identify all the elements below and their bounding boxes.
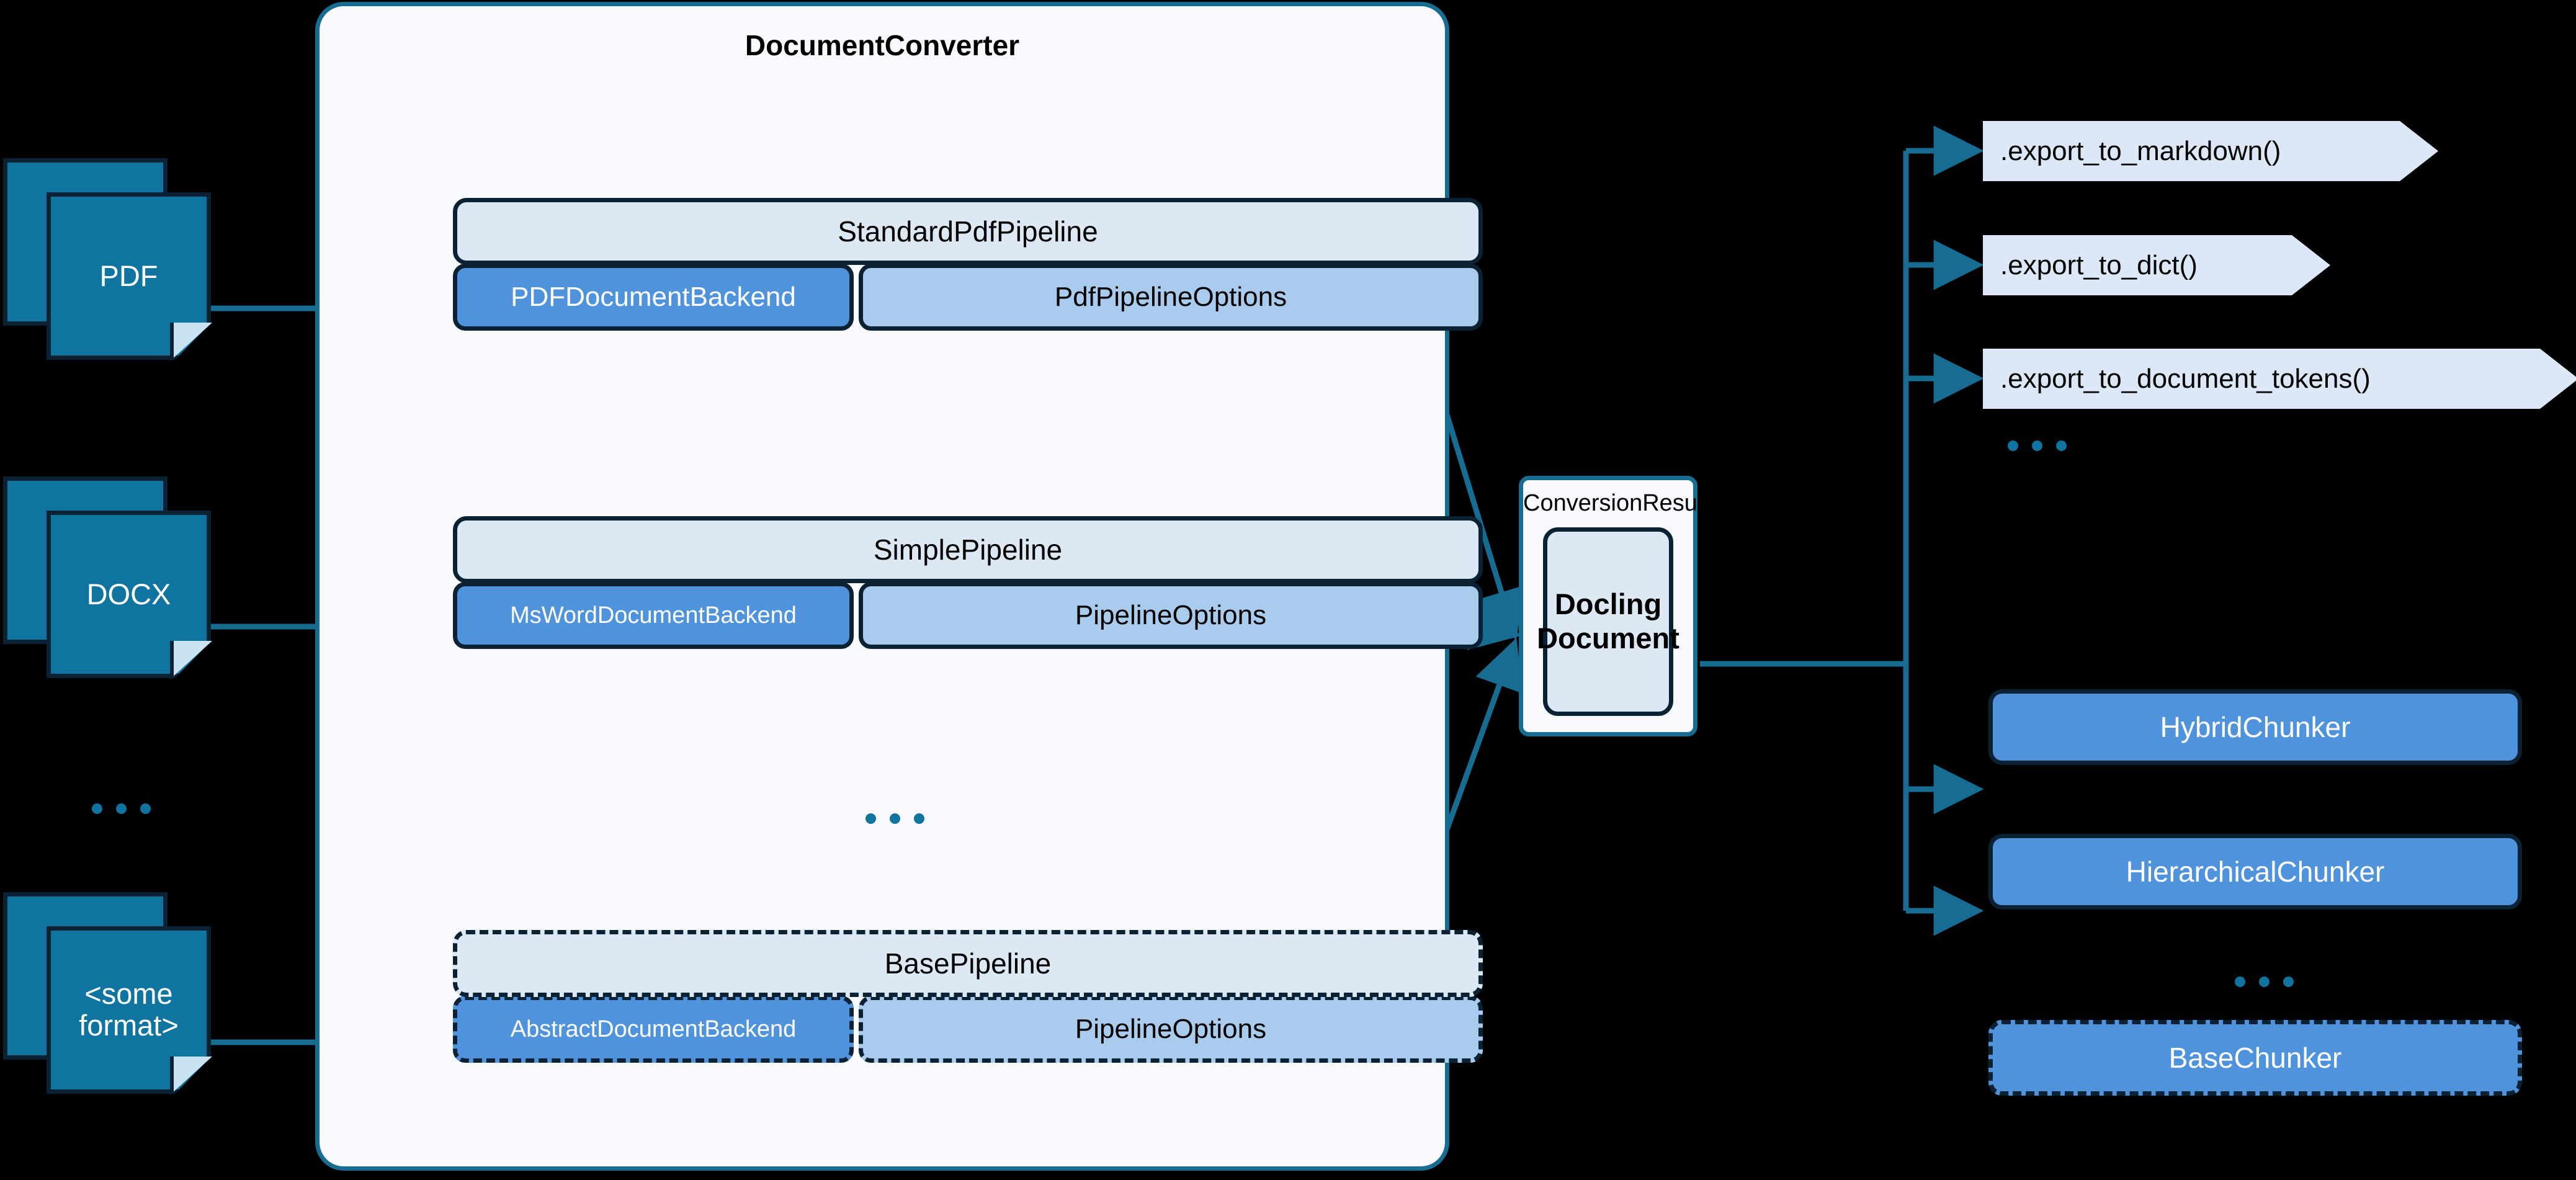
export-label: .export_to_markdown() xyxy=(2000,135,2281,166)
export-dict[interactable]: .export_to_dict() xyxy=(1983,235,2330,295)
pipeline-options[interactable]: PipelineOptions xyxy=(859,996,1483,1063)
pipeline-name: StandardPdfPipeline xyxy=(453,198,1483,265)
document-converter-panel: DocumentConverter StandardPdfPipeline PD… xyxy=(315,2,1483,1171)
pipeline-backend[interactable]: PDFDocumentBackend xyxy=(453,264,854,331)
page-title: DocumentConverter xyxy=(745,29,1020,61)
pipeline-simple[interactable]: SimplePipeline MsWordDocumentBackend Pip… xyxy=(453,516,1483,649)
export-label: .export_to_dict() xyxy=(2000,249,2198,280)
input-ellipsis xyxy=(92,803,151,814)
pipeline-standard-pdf[interactable]: StandardPdfPipeline PDFDocumentBackend P… xyxy=(453,198,1483,331)
input-document-label: PDF xyxy=(99,259,158,292)
pipeline-backend[interactable]: AbstractDocumentBackend xyxy=(453,996,854,1063)
docling-document-label: Docling Document xyxy=(1537,588,1679,655)
chunker-label: HybridChunker xyxy=(2160,711,2351,743)
docling-document-box[interactable]: Docling Document xyxy=(1537,527,1679,716)
export-markdown[interactable]: .export_to_markdown() xyxy=(1983,121,2438,181)
pipeline-options[interactable]: PdfPipelineOptions xyxy=(859,264,1483,331)
doc-fold-corner xyxy=(170,1057,212,1095)
chunker-ellipsis xyxy=(2235,977,2294,987)
chunker-base[interactable]: BaseChunker xyxy=(1988,1020,2522,1096)
export-ellipsis xyxy=(2008,440,2067,451)
pipeline-ellipsis xyxy=(865,813,924,824)
chunker-hybrid[interactable]: HybridChunker xyxy=(1988,689,2522,765)
chunker-label: BaseChunker xyxy=(2168,1042,2342,1074)
export-document-tokens[interactable]: .export_to_document_tokens() xyxy=(1983,349,2576,409)
input-document-label: <some format> xyxy=(79,977,179,1042)
chunker-hierarchical[interactable]: HierarchicalChunker xyxy=(1988,834,2522,910)
pipeline-options[interactable]: PipelineOptions xyxy=(859,582,1483,649)
input-document-label: DOCX xyxy=(86,577,171,610)
doc-fold-corner xyxy=(170,641,212,679)
chunker-label: HierarchicalChunker xyxy=(2126,856,2385,888)
export-label: .export_to_document_tokens() xyxy=(2000,363,2371,394)
conversion-result-box: ConversionResult Docling Document xyxy=(1519,476,1709,736)
pipeline-name: BasePipeline xyxy=(453,930,1483,997)
pipeline-backend[interactable]: MsWordDocumentBackend xyxy=(453,582,854,649)
pipeline-base[interactable]: BasePipeline AbstractDocumentBackend Pip… xyxy=(453,930,1483,1063)
conversion-result-label: ConversionResult xyxy=(1523,490,1709,516)
pipeline-name: SimplePipeline xyxy=(453,516,1483,583)
